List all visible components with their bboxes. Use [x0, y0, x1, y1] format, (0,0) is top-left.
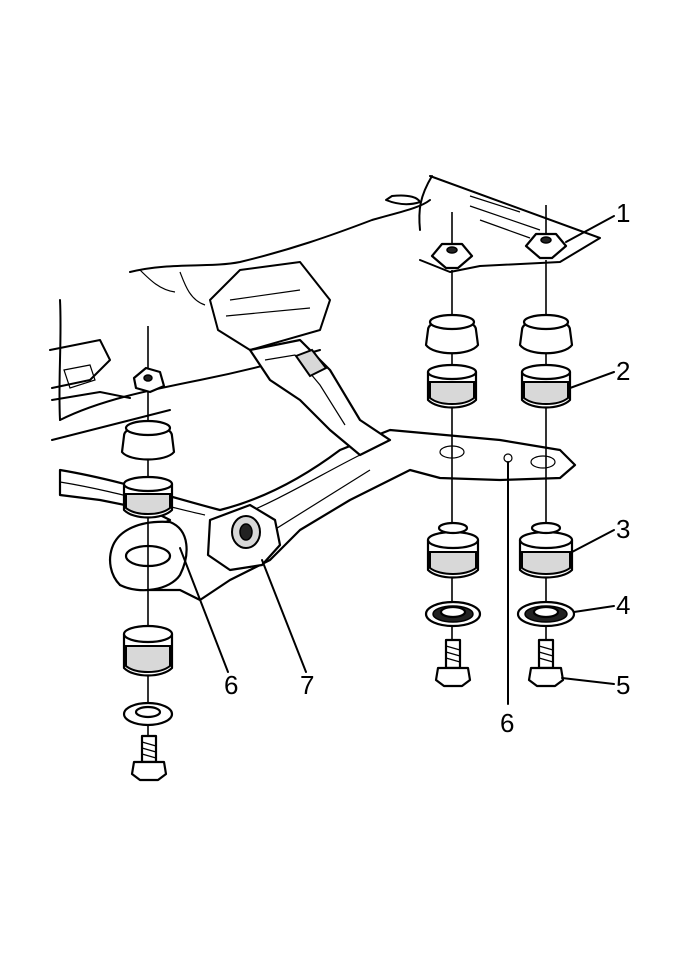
- callout-1: 1: [616, 198, 630, 228]
- callout-7: 7: [300, 670, 314, 700]
- callout-5: 5: [616, 670, 630, 700]
- right-upper-studs: [430, 205, 568, 270]
- callout-2: 2: [616, 356, 630, 386]
- callout-labels: 1 2 3 4 5 6 7 6: [224, 198, 630, 738]
- callout-6-right: 6: [500, 708, 514, 738]
- left-mount-stack: [120, 326, 176, 782]
- right-inner-mount-stack: [424, 270, 482, 688]
- frame-cradle: [58, 338, 577, 602]
- body-floor-pan: [49, 175, 601, 441]
- right-outer-mount-stack: [516, 260, 576, 688]
- callout-6-left: 6: [224, 670, 238, 700]
- callout-4: 4: [616, 590, 630, 620]
- callout-3: 3: [616, 514, 630, 544]
- leader-lines: [179, 215, 615, 705]
